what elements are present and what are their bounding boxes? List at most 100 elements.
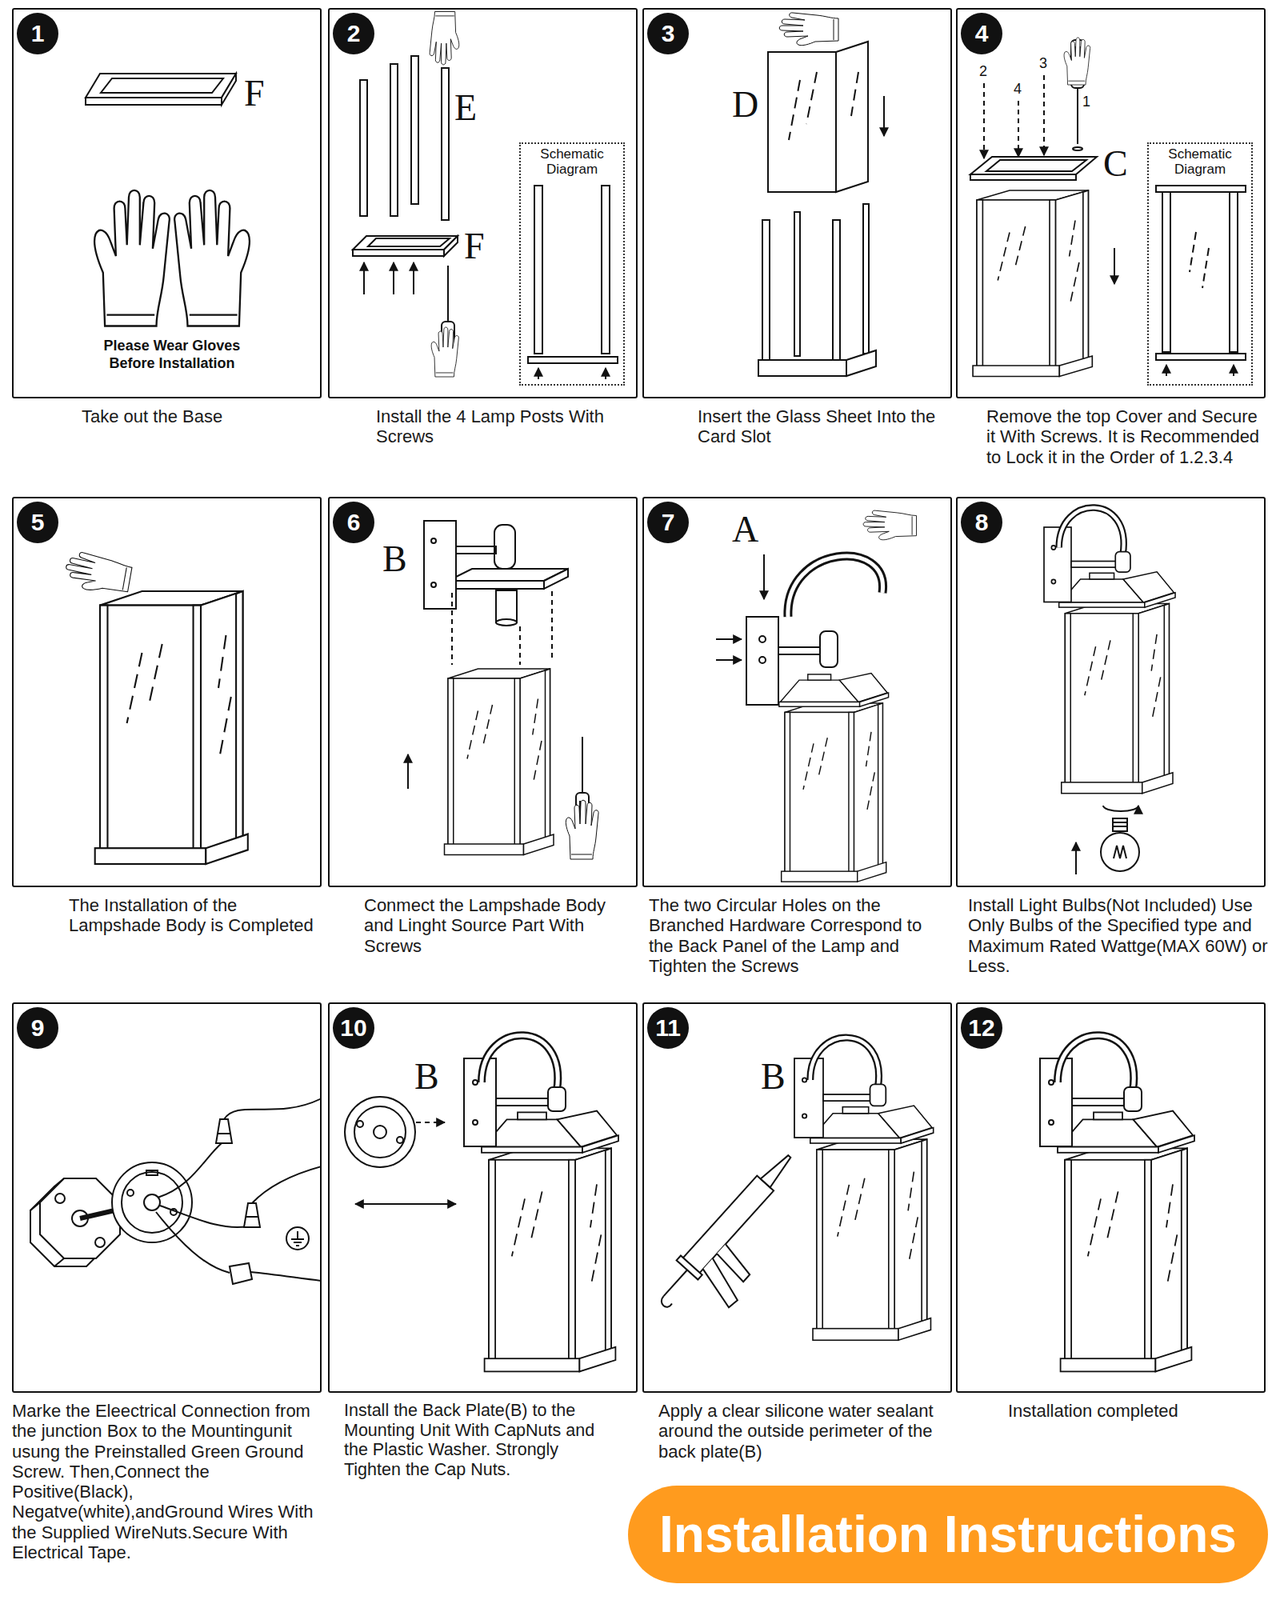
branched-hardware	[820, 631, 838, 668]
branched-hardware	[716, 510, 917, 882]
step-number-badge: 7	[647, 501, 689, 544]
glass-sheet	[806, 72, 817, 124]
glass-sheet	[832, 220, 840, 360]
top-cover	[1017, 100, 1020, 157]
lamp-posts	[429, 11, 460, 64]
back-plate-mounting	[344, 1035, 619, 1372]
light-bulb	[1100, 832, 1140, 872]
branched-hardware	[763, 554, 765, 600]
junction-box-wiring	[30, 1098, 322, 1284]
branched-hardware	[779, 672, 889, 882]
light-bulb	[1044, 508, 1176, 794]
branched-hardware	[863, 510, 916, 540]
step-panel: Remove the top Cover and Secure it With …	[956, 8, 1266, 399]
junction-box-wiring	[250, 1272, 321, 1281]
step-number: 5	[31, 510, 45, 535]
light-source-part	[444, 668, 555, 856]
glass-sheet	[779, 12, 839, 46]
light-bulb	[1044, 508, 1176, 875]
step-number: 3	[661, 21, 676, 46]
silicone-sealant	[676, 1255, 703, 1280]
glass-sheet	[863, 204, 869, 354]
step-number: 7	[661, 510, 676, 535]
silicone-sealant	[794, 1037, 934, 1340]
step-number-badge: 10	[332, 1007, 375, 1049]
junction-box-wiring	[95, 1237, 105, 1248]
glass-sheet	[794, 212, 800, 356]
back-plate-mounting	[344, 1096, 416, 1168]
glass-sheet	[758, 12, 884, 376]
silicone-sealant	[648, 1146, 832, 1340]
step-number-badge: 5	[16, 501, 59, 544]
step-number: 12	[968, 1016, 995, 1040]
lamp-posts	[363, 262, 365, 295]
branched-hardware	[788, 556, 884, 617]
junction-box-wiring	[216, 1119, 232, 1144]
branched-hardware	[759, 656, 766, 664]
back-plate-mounting	[396, 1136, 404, 1144]
lamp-posts	[352, 249, 444, 256]
lampshade-complete	[63, 550, 248, 864]
step-caption: Install Light Bulbs(Not Included) Use On…	[968, 895, 1269, 976]
branched-hardware	[716, 638, 742, 640]
silicone-sealant	[648, 1037, 934, 1340]
schematic-box: Schematic Diagram	[1147, 142, 1253, 386]
light-bulb	[1112, 818, 1128, 832]
junction-box-wiring	[296, 1244, 300, 1247]
lamp-posts	[360, 80, 368, 216]
step-panel: Marke the Eleectrical Connection from th…	[12, 1002, 322, 1393]
top-cover	[986, 160, 1087, 172]
lamp-posts	[601, 185, 610, 354]
top-cover	[970, 174, 1076, 180]
step-number-badge: 4	[960, 12, 1003, 55]
step-number-badge: 6	[332, 501, 375, 544]
lamp-posts	[537, 368, 540, 380]
light-source-part	[496, 619, 517, 626]
light-source-part	[496, 590, 517, 623]
step-number-badge: 11	[647, 1007, 689, 1049]
step-panel: Install the Back Plate(B) to the Mountin…	[328, 1002, 638, 1393]
lamp-posts	[431, 327, 459, 377]
junction-box-wiring	[54, 1178, 64, 1187]
part-letter: F	[244, 75, 265, 112]
silicone-sealant	[659, 1296, 673, 1309]
step-caption: Install the Back Plate(B) to the Mountin…	[344, 1400, 616, 1480]
step-caption: The two Circular Holes on the Branched H…	[648, 895, 950, 976]
part-letter: F	[464, 228, 485, 265]
junction-box-wiring	[160, 1205, 248, 1228]
step-number: 1	[31, 21, 45, 46]
step-panel: Install Light Bulbs(Not Included) Use On…	[956, 496, 1266, 888]
junction-box-wiring	[244, 1203, 260, 1228]
glass-sheet	[788, 72, 859, 140]
lampshade-complete	[63, 550, 248, 864]
junction-box-wiring	[54, 1258, 64, 1267]
back-plate-mounting	[373, 1125, 387, 1139]
junction-box-wiring	[245, 1216, 259, 1218]
step-panel: The Installation of the Lampshade Body i…	[12, 496, 322, 888]
light-source-part	[456, 546, 496, 554]
step-number-badge: 1	[16, 12, 59, 55]
schematic-heading: Schematic Diagram	[520, 144, 624, 177]
step-caption: Installation completed	[1008, 1400, 1264, 1421]
base-and-gloves	[85, 73, 250, 327]
step-caption: Insert the Glass Sheet Into the Card Slo…	[697, 406, 952, 448]
junction-box-wiring	[127, 1189, 134, 1196]
step-number-badge: 3	[647, 12, 689, 55]
branched-hardware	[778, 647, 823, 655]
base-and-gloves	[94, 190, 170, 327]
glass-sheet	[836, 41, 868, 192]
junction-box-wiring	[156, 1212, 230, 1273]
part-letter: B	[760, 1058, 786, 1096]
junction-box-wiring	[157, 1143, 222, 1198]
installed-fixture	[1040, 1035, 1195, 1372]
step-number: 9	[31, 1016, 45, 1040]
light-bulb	[1112, 821, 1128, 824]
branched-hardware	[746, 616, 779, 705]
junction-box-wiring	[224, 1098, 321, 1120]
step-number-badge: 9	[16, 1007, 59, 1049]
top-cover	[970, 156, 1097, 175]
branched-hardware	[759, 636, 766, 643]
step-caption: Conmect the Lampshade Body and Linght So…	[364, 895, 635, 956]
